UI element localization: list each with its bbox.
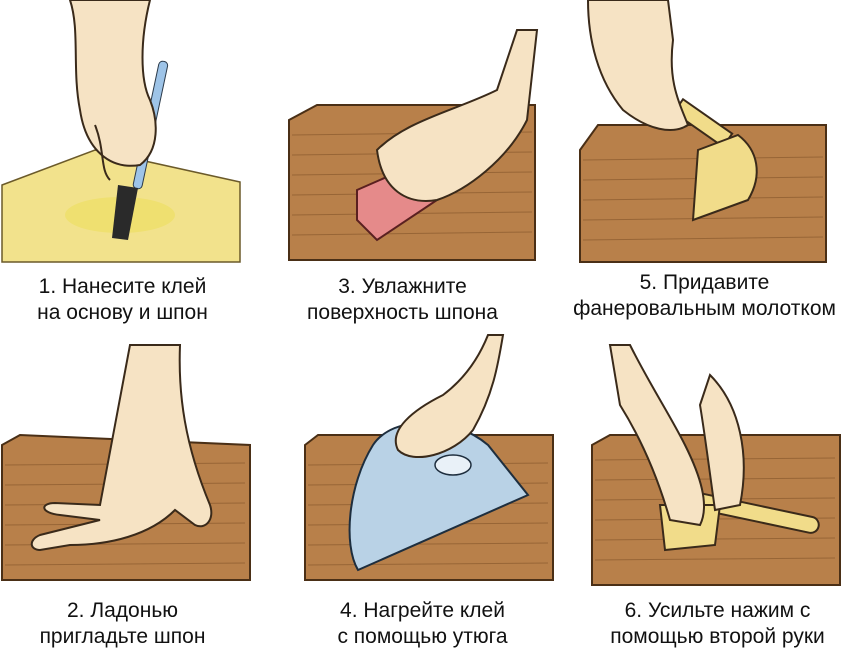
step-2-caption-line1: 2. Ладонью xyxy=(66,599,179,622)
step-2-illustration xyxy=(1,344,251,581)
hand-icon xyxy=(608,344,706,527)
hand-icon xyxy=(30,344,213,552)
hand-icon xyxy=(68,0,157,181)
step-1-caption-line2: на основу и шпон xyxy=(37,301,208,324)
step-4-caption-line1: 4. Нагрейте клей xyxy=(340,599,505,622)
step-1-caption: 1. Нанесите клей на основу и шпон xyxy=(0,274,245,326)
step-6-caption-line1: 6. Усильте нажим с xyxy=(624,599,811,622)
step-6-caption-line2: помощью второй руки xyxy=(610,625,825,648)
step-2-caption-line2: пригладьте шпон xyxy=(39,625,206,648)
step-5-illustration xyxy=(579,0,827,263)
step-3-illustration xyxy=(288,29,539,261)
hand-icon xyxy=(698,373,745,512)
step-6-illustration xyxy=(591,344,841,586)
step-6-caption: 6. Усильте нажим с помощью второй руки xyxy=(590,598,845,650)
step-2-caption: 2. Ладонью пригладьте шпон xyxy=(0,598,245,650)
step-4-caption: 4. Нагрейте клей с помощью утюга xyxy=(300,598,545,650)
step-5-caption-line2: фанеровальным молотком xyxy=(573,297,836,320)
hand-icon xyxy=(375,29,539,202)
step-1-illustration xyxy=(1,0,241,263)
step-3-caption: 3. Увлажните поверхность шпона xyxy=(280,274,525,326)
step-3-caption-line2: поверхность шпона xyxy=(307,301,498,324)
hand-icon xyxy=(586,0,690,131)
step-4-caption-line2: с помощью утюга xyxy=(337,625,508,648)
step-3-caption-line1: 3. Увлажните xyxy=(338,275,467,298)
step-4-illustration xyxy=(304,334,554,581)
step-5-caption: 5. Придавите фанеровальным молотком xyxy=(552,270,857,322)
step-1-caption-line1: 1. Нанесите клей xyxy=(38,275,207,298)
step-5-caption-line1: 5. Придавите xyxy=(639,271,770,294)
hand-icon xyxy=(394,334,505,459)
veneer-hammer-icon xyxy=(672,97,758,222)
